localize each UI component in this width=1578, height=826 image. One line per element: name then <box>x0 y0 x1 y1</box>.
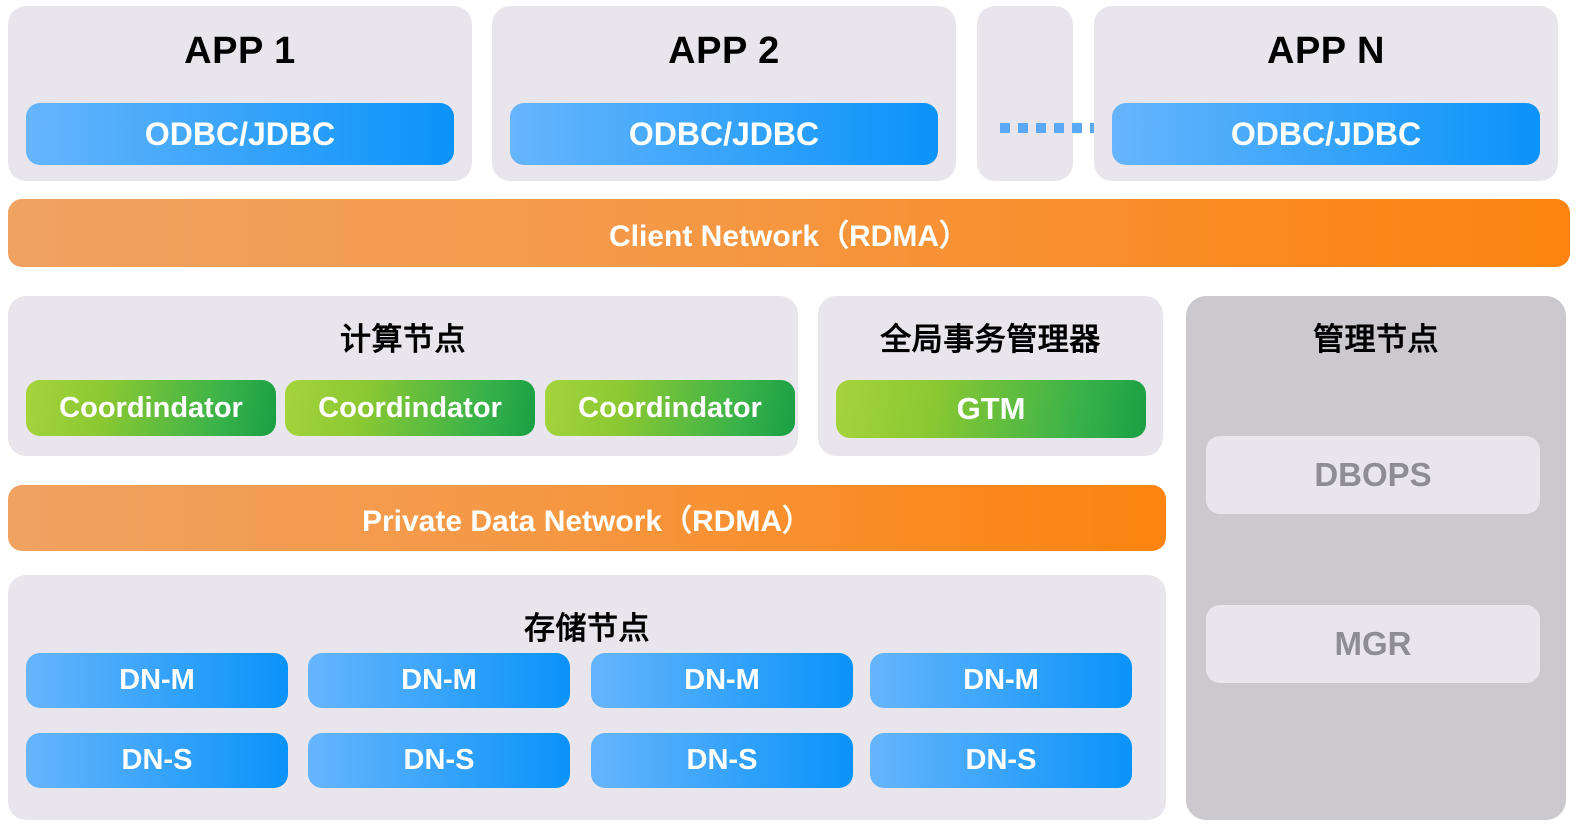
storage-node-panel: 存储节点 DN-M DN-M DN-M DN-M DN-S DN-S DN-S … <box>8 575 1166 820</box>
app-title: APP 2 <box>668 30 780 72</box>
app-ellipsis-panel <box>977 6 1073 181</box>
storage-node-title: 存储节点 <box>524 611 650 646</box>
app-panel-1[interactable]: APP 1 ODBC/JDBC <box>8 6 472 181</box>
app-title: APP N <box>1267 30 1385 72</box>
storage-node-slave-1[interactable]: DN-S <box>26 733 288 788</box>
private-data-network-bar: Private Data Network（RDMA） <box>8 485 1166 551</box>
storage-node-slave-3[interactable]: DN-S <box>591 733 853 788</box>
compute-node-title: 计算节点 <box>340 322 466 357</box>
gtm-node[interactable]: GTM <box>836 380 1146 438</box>
app-driver-pill[interactable]: ODBC/JDBC <box>1112 103 1540 165</box>
storage-node-master-1[interactable]: DN-M <box>26 653 288 708</box>
app-driver-pill[interactable]: ODBC/JDBC <box>26 103 454 165</box>
storage-node-master-2[interactable]: DN-M <box>308 653 570 708</box>
storage-node-slave-2[interactable]: DN-S <box>308 733 570 788</box>
client-network-bar: Client Network（RDMA） <box>8 199 1570 267</box>
dotted-separator-icon <box>1000 123 1100 133</box>
coordinator-node-1[interactable]: Coordindator <box>26 380 276 436</box>
app-driver-pill[interactable]: ODBC/JDBC <box>510 103 938 165</box>
coordinator-node-3[interactable]: Coordindator <box>545 380 795 436</box>
app-title: APP 1 <box>184 30 296 72</box>
dbops-box[interactable]: DBOPS <box>1206 436 1540 514</box>
storage-node-slave-4[interactable]: DN-S <box>870 733 1132 788</box>
management-node-title: 管理节点 <box>1313 322 1439 357</box>
compute-node-panel: 计算节点 Coordindator Coordindator Coordinda… <box>8 296 798 456</box>
coordinator-node-2[interactable]: Coordindator <box>285 380 535 436</box>
app-panel-2[interactable]: APP 2 ODBC/JDBC <box>492 6 956 181</box>
app-panel-n[interactable]: APP N ODBC/JDBC <box>1094 6 1558 181</box>
management-node-panel: 管理节点 <box>1186 296 1566 820</box>
storage-node-master-3[interactable]: DN-M <box>591 653 853 708</box>
gtm-panel: 全局事务管理器 GTM <box>818 296 1163 456</box>
gtm-title: 全局事务管理器 <box>880 322 1101 357</box>
mgr-box[interactable]: MGR <box>1206 605 1540 683</box>
storage-node-master-4[interactable]: DN-M <box>870 653 1132 708</box>
